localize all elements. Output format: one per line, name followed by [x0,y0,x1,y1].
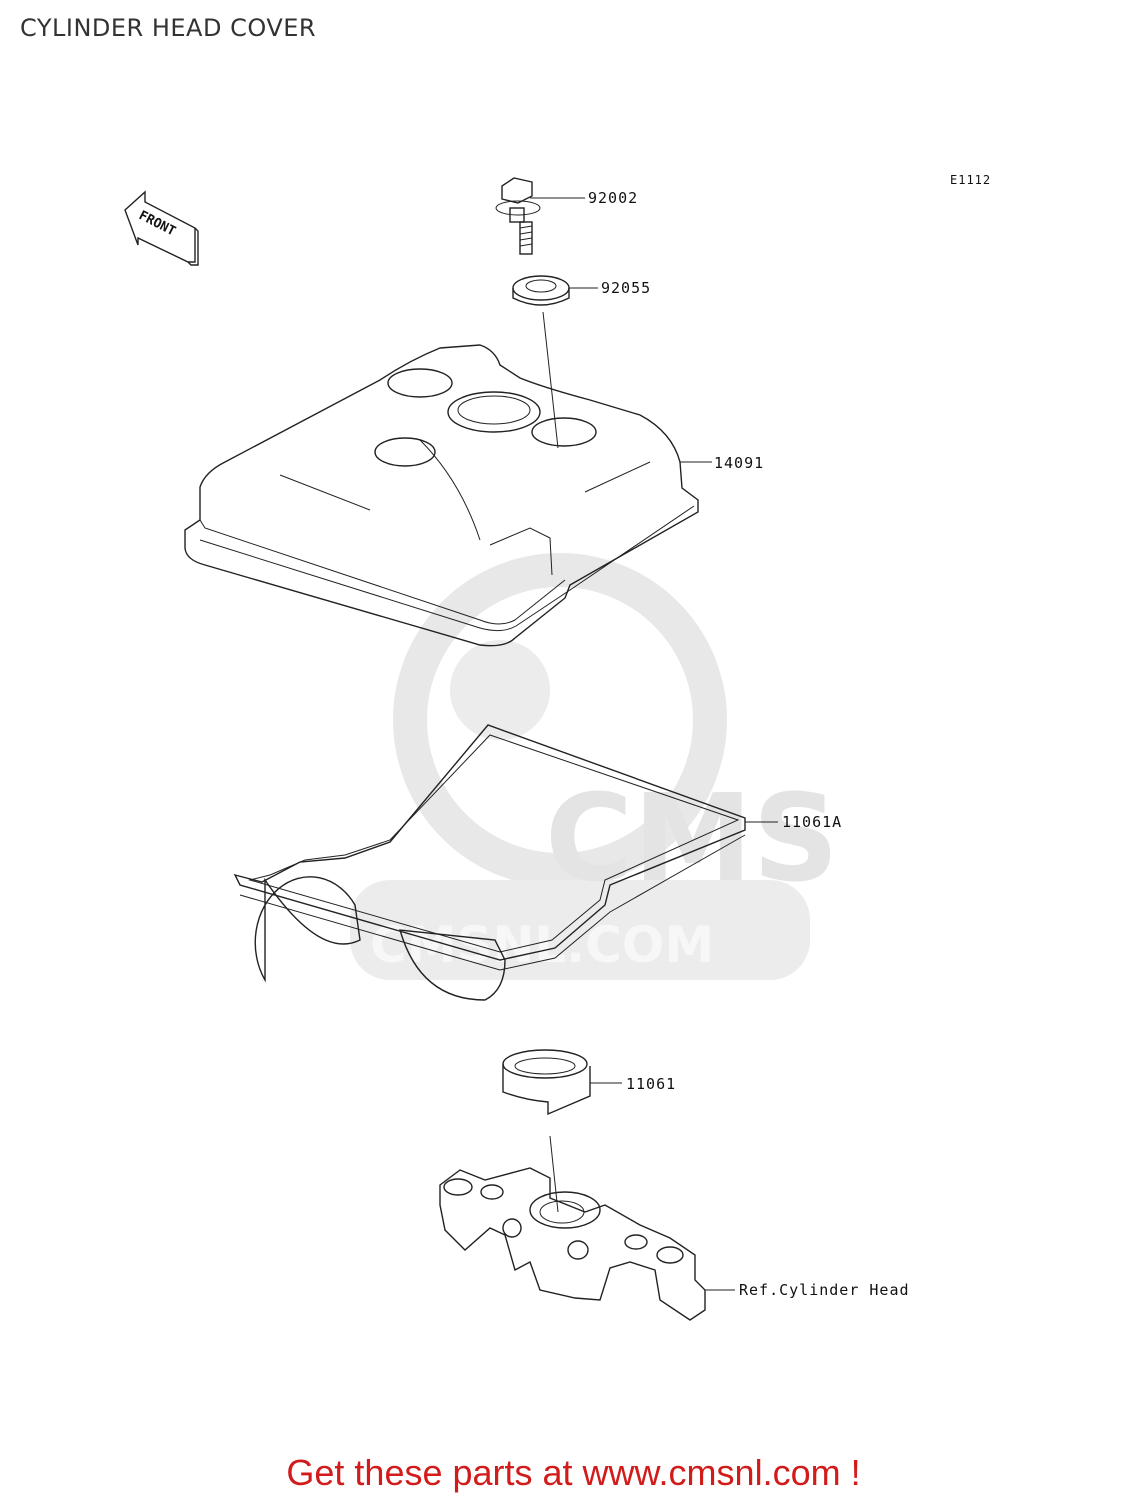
promo-link[interactable]: Get these parts at www.cmsnl.com ! [286,1452,861,1493]
front-label: FRONT [136,208,178,239]
cylinder-head-cover-14091 [184,344,712,647]
gasket-11061A [233,724,778,1001]
part-label-11061A: 11061A [782,813,842,831]
bolt-92002 [495,177,585,255]
part-label-11061: 11061 [626,1075,676,1093]
washer-92055 [512,275,598,449]
part-label-92002: 92002 [588,189,638,207]
parts-diagram: CMS CMSNL.COM FRONT E1112 92002 92055 [124,173,991,1321]
front-arrow-icon: FRONT [124,190,199,266]
watermark: CMS CMSNL.COM [350,553,839,980]
seal-11061 [502,1049,622,1213]
watermark-url: CMSNL.COM [370,916,714,974]
part-label-cylinder-head: Ref.Cylinder Head [739,1281,910,1299]
diagram-code: E1112 [950,173,991,187]
part-label-92055: 92055 [601,279,651,297]
cylinder-head-ref [439,1167,735,1321]
part-label-14091: 14091 [714,454,764,472]
watermark-logo: CMS [545,770,839,909]
page-title: CYLINDER HEAD COVER [20,14,317,42]
